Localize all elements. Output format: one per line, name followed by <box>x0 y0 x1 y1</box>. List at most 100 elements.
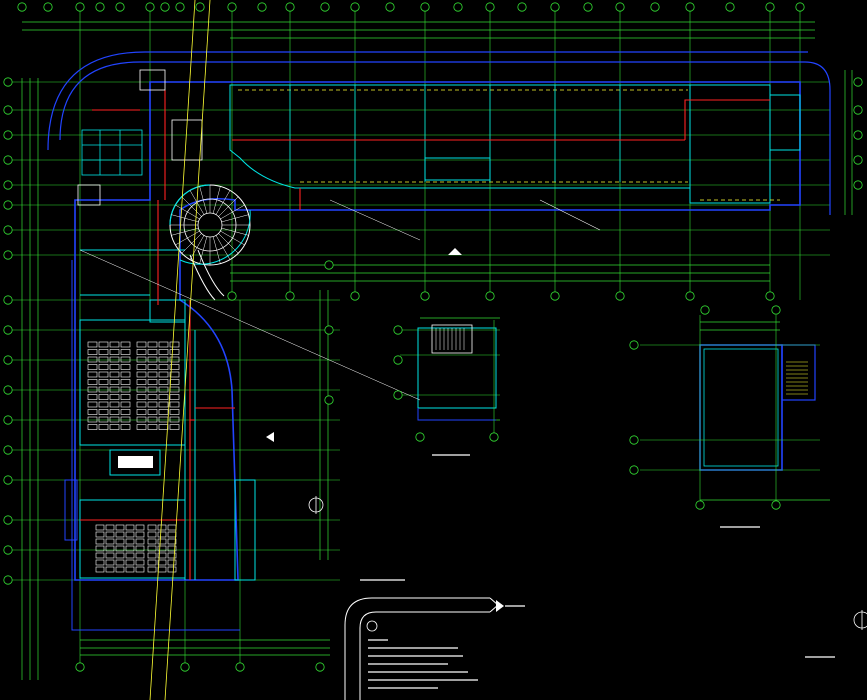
seat <box>147 552 157 559</box>
grid-bubble <box>615 2 625 12</box>
grid-bubble <box>583 2 593 12</box>
stage-block <box>118 456 153 468</box>
seat <box>105 538 115 545</box>
seat <box>109 349 120 355</box>
grid-bubble <box>227 291 237 301</box>
seat <box>98 356 109 363</box>
seat <box>109 371 120 378</box>
grid-bubble <box>629 340 639 350</box>
seat <box>169 416 180 423</box>
stair-tread <box>221 214 249 223</box>
grid-bubble <box>771 500 781 510</box>
grid-bubble <box>550 291 560 301</box>
grid-bubble <box>3 325 13 335</box>
detail-site-corner <box>344 597 499 700</box>
grid-bubble <box>350 291 360 301</box>
grid-bubble <box>227 2 237 12</box>
seat <box>98 416 109 423</box>
grid-bubble <box>17 2 27 12</box>
seat <box>115 552 125 559</box>
seat <box>136 424 147 430</box>
seat <box>147 341 158 348</box>
detail-plan-stair <box>417 320 497 440</box>
grid-bubble <box>3 385 13 395</box>
seat <box>147 416 158 423</box>
seat <box>87 409 98 415</box>
grid-bubble <box>3 295 13 305</box>
seat <box>87 371 98 378</box>
seat <box>147 371 158 378</box>
seat <box>95 538 105 545</box>
seat <box>147 386 158 393</box>
grid-bubble <box>3 355 13 365</box>
seat <box>169 356 180 363</box>
seat <box>158 364 169 370</box>
seat <box>87 401 98 408</box>
arrow-marker-icon <box>266 432 504 612</box>
seat <box>135 531 145 538</box>
grid-bubble <box>285 291 295 301</box>
stair-tread <box>181 233 202 254</box>
seat <box>158 356 169 363</box>
grid-bubble <box>3 475 13 485</box>
seat <box>120 416 131 423</box>
seat <box>158 424 169 430</box>
seat <box>105 566 115 573</box>
grid-bubble <box>393 325 403 335</box>
seat <box>147 545 157 552</box>
seat <box>136 379 147 385</box>
seat <box>157 524 167 531</box>
stair-tread <box>218 233 239 254</box>
grid-bubble <box>765 291 775 301</box>
seat <box>158 416 169 423</box>
seat <box>169 424 180 430</box>
grid-bubble <box>489 432 499 442</box>
seat <box>87 386 98 393</box>
grid-bubble <box>629 435 639 445</box>
seat <box>109 364 120 370</box>
seat <box>147 409 158 415</box>
seat <box>158 341 169 348</box>
auditorium-seats-upper <box>87 341 180 430</box>
seat <box>167 566 177 573</box>
seat <box>136 409 147 415</box>
grid-bubble <box>795 2 805 12</box>
grid-bubble <box>324 260 334 270</box>
stair-tread <box>212 236 221 264</box>
grid-bubble <box>3 415 13 425</box>
seat <box>147 356 158 363</box>
seat <box>169 341 180 348</box>
seat <box>125 552 135 559</box>
grid-bubble <box>3 225 13 235</box>
seat <box>157 552 167 559</box>
stair-tread <box>189 235 205 260</box>
seat <box>157 559 167 566</box>
seat <box>136 364 147 370</box>
seat <box>169 379 180 385</box>
grid-bubble <box>771 305 781 315</box>
seat <box>125 566 135 573</box>
seat <box>125 538 135 545</box>
diagonal-lines <box>79 0 601 700</box>
seat <box>157 538 167 545</box>
stair-tread <box>220 204 245 220</box>
seat <box>87 424 98 430</box>
axis-grid <box>8 8 830 665</box>
grid-bubble <box>853 105 863 115</box>
seat <box>157 531 167 538</box>
seat <box>87 364 98 370</box>
grid-bubble <box>350 2 360 12</box>
seat <box>98 364 109 370</box>
seat <box>167 538 177 545</box>
seat <box>135 524 145 531</box>
seat <box>147 524 157 531</box>
grid-bubble <box>235 662 245 672</box>
grid-bubble <box>324 395 334 405</box>
grid-bubble <box>385 2 395 12</box>
stair-tread <box>215 190 231 215</box>
seat <box>147 401 158 408</box>
grid-bubble <box>3 155 13 165</box>
seat <box>158 371 169 378</box>
seat <box>87 356 98 363</box>
